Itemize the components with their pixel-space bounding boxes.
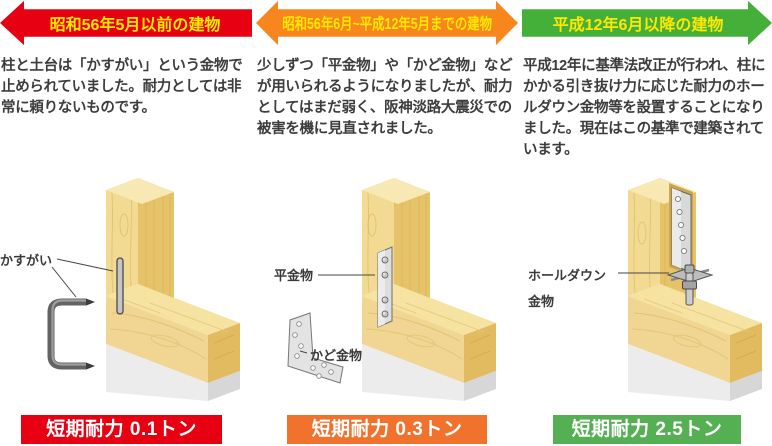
- leader-line: [56, 258, 114, 272]
- joint-figure: 平金物 かど金物: [256, 172, 518, 407]
- joint-figure: かすがい: [0, 172, 252, 407]
- wood-post: [106, 178, 174, 298]
- hardware-label: 平金物: [274, 268, 314, 283]
- wood-sill: [628, 284, 762, 383]
- era-banner-label: 昭和56年6月~平成12年5月までの建物: [282, 16, 492, 33]
- kasugai-hardware-icon: [47, 298, 95, 370]
- hardware-label: かど金物: [310, 348, 363, 363]
- era-banner-label: 平成12年6月以降の建物: [552, 17, 724, 34]
- concrete-foundation: [628, 344, 762, 401]
- era-banner-label: 昭和56年5月以前の建物: [49, 17, 221, 34]
- joint-illustration-icon: [47, 178, 240, 401]
- leader-line: [299, 350, 308, 354]
- wood-sill: [106, 284, 240, 383]
- era-column-pre-1981: 昭和56年5月以前の建物 柱と土台は「かすがい」という金物で止められていました。…: [0, 0, 252, 444]
- leader-line: [51, 266, 77, 298]
- era-description: 平成12年に基準法改正が行われ、柱にかかる引き抜け力に応じた耐力のホールダウン金…: [523, 58, 766, 159]
- flat-plate-icon: [377, 246, 393, 328]
- era-column-post-2000: 平成12年6月以降の建物 平成12年に基準法改正が行われ、柱にかかる引き抜け力に…: [522, 0, 772, 444]
- era-description: 少しずつ「平金物」や「かど金物」などが用いられるようになりましたが、耐力としては…: [257, 58, 513, 138]
- strength-badge: 短期耐力 0.1トン: [21, 415, 222, 444]
- joint-illustration-icon: [287, 178, 496, 401]
- era-description: 柱と土台は「かすがい」という金物で止められていました。耐力としては非常に頼りない…: [1, 58, 243, 117]
- strength-badge: 短期耐力 0.3トン: [287, 415, 487, 444]
- era-banner: 昭和56年5月以前の建物: [0, 0, 252, 46]
- joint-illustration-icon: [618, 178, 762, 401]
- joint-figure: ホールダウン金物: [522, 172, 772, 407]
- hold-down-anchor-icon: [666, 183, 714, 306]
- strength-badge: 短期耐力 2.5トン: [553, 415, 741, 444]
- era-banner: 昭和56年6月~平成12年5月までの建物: [256, 0, 518, 46]
- corner-bracket-icon: [287, 312, 344, 384]
- hardware-label: ホールダウン金物: [528, 268, 607, 309]
- era-banner: 平成12年6月以降の建物: [522, 0, 772, 46]
- kasugai-staple-icon: [116, 257, 124, 315]
- era-column-1981-2000: 昭和56年6月~平成12年5月までの建物 少しずつ「平金物」や「かど金物」などが…: [256, 0, 518, 444]
- concrete-foundation: [106, 344, 240, 401]
- concrete-foundation: [362, 344, 496, 401]
- wood-post: [362, 178, 430, 298]
- hardware-label: かすがい: [0, 253, 53, 268]
